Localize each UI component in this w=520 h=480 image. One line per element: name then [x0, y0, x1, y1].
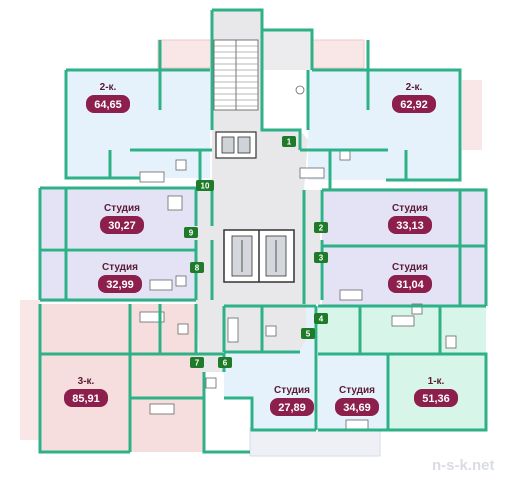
svg-text:2: 2	[319, 224, 324, 233]
outer-strip-left	[20, 300, 40, 440]
entrance-marker: 2	[314, 222, 328, 233]
svg-text:6: 6	[223, 359, 228, 368]
svg-text:30,27: 30,27	[108, 220, 136, 232]
area-badge	[270, 398, 314, 416]
svg-text:33,13: 33,13	[396, 220, 424, 232]
svg-text:2-к.: 2-к.	[406, 82, 423, 93]
entrance-marker: 5	[301, 328, 315, 339]
apartment-a1[interactable]: 2-к. 64,65	[86, 82, 130, 113]
area-badge	[392, 95, 436, 113]
svg-text:7: 7	[195, 359, 200, 368]
outer-strip-right	[462, 80, 482, 150]
svg-text:64,65: 64,65	[94, 99, 122, 111]
svg-text:1-к.: 1-к.	[428, 376, 445, 387]
area-badge	[86, 95, 130, 113]
svg-text:51,36: 51,36	[422, 393, 450, 405]
entrance-marker: 7	[190, 357, 204, 368]
svg-text:3: 3	[319, 254, 324, 263]
svg-text:8: 8	[195, 264, 200, 273]
outer-strip-top-left	[157, 39, 214, 69]
walls	[38, 8, 488, 454]
entrance-markers: 1 2 3 4 5 6 7 8 9 10	[184, 136, 328, 368]
apartment-a4[interactable]: Студия 33,13	[388, 203, 432, 234]
svg-text:Студия: Студия	[104, 203, 140, 214]
svg-text:Студия: Студия	[392, 203, 428, 214]
area-badge	[388, 275, 432, 293]
svg-text:10: 10	[201, 182, 210, 191]
area-badge	[100, 216, 144, 234]
svg-text:4: 4	[319, 315, 324, 324]
apartment-a9[interactable]: Студия 34,69	[335, 385, 379, 416]
area-badge	[388, 216, 432, 234]
entrance-marker: 10	[196, 180, 214, 191]
lift-small	[215, 131, 257, 159]
entrance-marker: 8	[190, 262, 204, 273]
svg-text:5: 5	[306, 330, 311, 339]
area-badge	[335, 398, 379, 416]
svg-text:85,91: 85,91	[72, 393, 100, 405]
entrance-marker: 1	[282, 136, 296, 147]
svg-text:3-к.: 3-к.	[78, 376, 95, 387]
svg-text:1: 1	[287, 138, 292, 147]
area-badge	[414, 389, 458, 407]
entrance-marker: 3	[314, 252, 328, 263]
apartment-a10[interactable]: 1-к. 51,36	[414, 376, 458, 407]
area-badge	[64, 389, 108, 407]
svg-text:32,99: 32,99	[106, 279, 134, 291]
entrance-marker: 4	[314, 313, 328, 324]
apartment-a6[interactable]: Студия 31,04	[388, 262, 432, 293]
staircase	[213, 39, 259, 111]
svg-text:34,69: 34,69	[343, 402, 371, 414]
svg-text:Студия: Студия	[392, 262, 428, 273]
svg-text:Студия: Студия	[274, 385, 310, 396]
bathroom-fixtures	[139, 85, 457, 431]
apartment-labels: 2-к. 64,65 2-к. 62,92 Студия 30,27 Студи…	[64, 82, 458, 416]
entrance-marker: 6	[218, 357, 232, 368]
corridor-strip-top	[262, 30, 312, 70]
apartment-a7[interactable]: 3-к. 85,91	[64, 376, 108, 407]
svg-text:62,92: 62,92	[400, 99, 428, 111]
svg-text:Студия: Студия	[102, 262, 138, 273]
outer-strip-top-right	[311, 39, 365, 69]
watermark: n-s-k.net	[432, 457, 495, 474]
svg-text:9: 9	[189, 229, 194, 238]
zone-apartment-a9	[318, 354, 388, 430]
apartment-a2[interactable]: 2-к. 62,92	[392, 82, 436, 113]
apartment-a3[interactable]: Студия 30,27	[100, 203, 144, 234]
apartment-a5[interactable]: Студия 32,99	[98, 262, 142, 293]
entrance-marker: 9	[184, 227, 198, 238]
lift-large	[223, 229, 295, 283]
svg-text:Студия: Студия	[339, 385, 375, 396]
svg-text:31,04: 31,04	[396, 279, 424, 291]
zone-apartment-a7	[40, 304, 204, 452]
svg-text:2-к.: 2-к.	[100, 82, 117, 93]
apartment-a8[interactable]: Студия 27,89	[270, 385, 314, 416]
outer-strip-bottom	[249, 427, 381, 457]
area-badge	[98, 275, 142, 293]
zone-apartment-a1	[66, 70, 210, 178]
svg-text:27,89: 27,89	[278, 402, 306, 414]
